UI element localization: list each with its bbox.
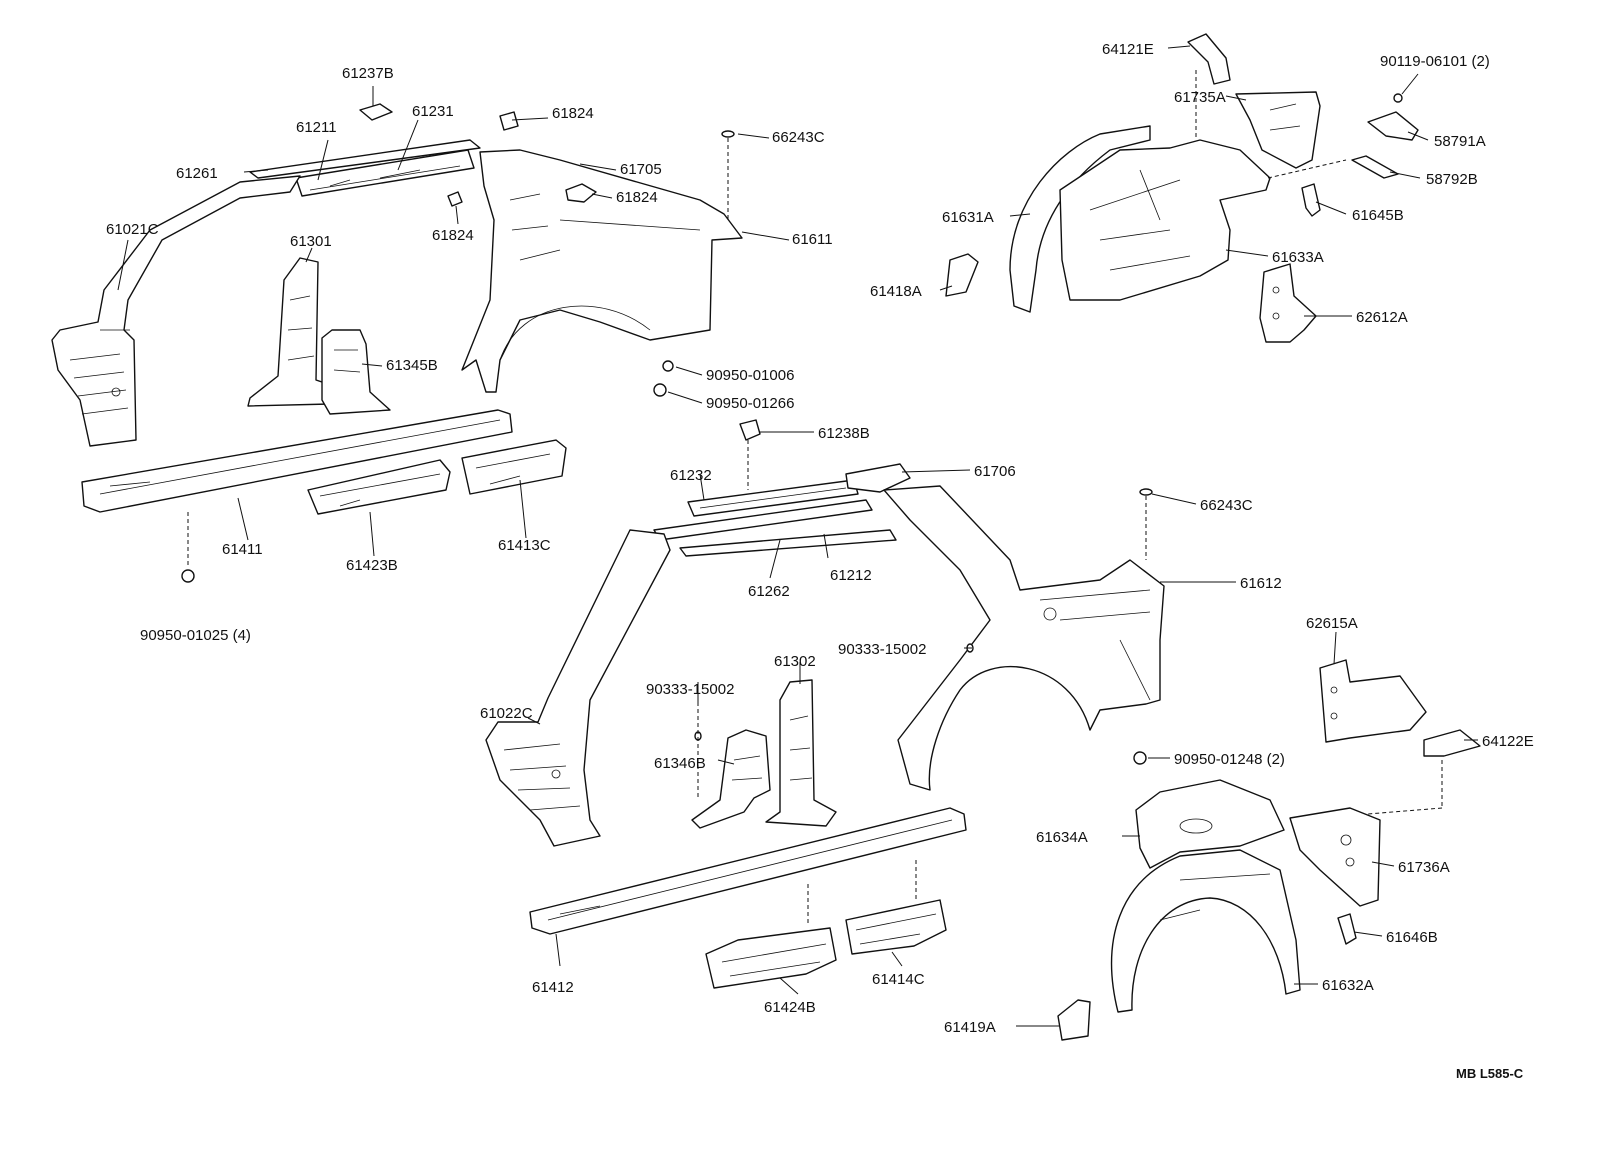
diagram-code: MB L585-C <box>1456 1066 1524 1081</box>
part-a-pillar-rh <box>485 529 671 847</box>
label-64122e: 64122E <box>1482 733 1534 750</box>
part-61232 <box>687 479 859 517</box>
label-61612: 61612 <box>1240 575 1282 592</box>
label-61237b: 61237B <box>342 65 394 82</box>
label-66243c-lh: 66243C <box>772 129 825 146</box>
part-61736a <box>1289 807 1381 907</box>
label-61824-top: 61824 <box>552 105 594 122</box>
part-61414c <box>845 899 947 955</box>
label-61238b: 61238B <box>818 425 870 442</box>
label-61824-low: 61824 <box>432 227 474 244</box>
part-b-pillar-lh <box>247 257 341 407</box>
part-61346b <box>691 729 771 829</box>
part-61824-c <box>447 191 463 207</box>
label-61414c: 61414C <box>872 971 925 988</box>
part-66243c-rh <box>1139 488 1153 560</box>
part-61345b <box>321 329 391 415</box>
label-61633a: 61633A <box>1272 249 1324 266</box>
label-61735a: 61735A <box>1174 89 1226 106</box>
part-58792b <box>1351 155 1399 179</box>
label-90950-01025: 90950-01025 (4) <box>140 627 251 644</box>
label-61411: 61411 <box>222 541 263 558</box>
label-61705: 61705 <box>620 161 662 178</box>
part-61631a <box>1009 125 1151 313</box>
label-61645b: 61645B <box>1352 207 1404 224</box>
part-61824-b <box>565 183 597 203</box>
label-61631a: 61631A <box>942 209 994 226</box>
label-90333-15002-b: 90333-15002 <box>646 681 734 698</box>
label-62615a: 62615A <box>1306 615 1358 632</box>
part-61418a <box>945 253 979 297</box>
label-90119-06101: 90119-06101 (2) <box>1380 53 1490 70</box>
part-61424b <box>705 927 837 989</box>
part-61824-a <box>499 111 519 131</box>
label-58791a: 58791A <box>1434 133 1486 150</box>
label-61632a: 61632A <box>1322 977 1374 994</box>
part-61634a <box>1135 779 1285 869</box>
part-62612a <box>1259 263 1317 343</box>
label-90950-01248: 90950-01248 (2) <box>1174 751 1285 768</box>
label-61302: 61302 <box>774 653 816 670</box>
label-61646b: 61646B <box>1386 929 1438 946</box>
label-61824-mid: 61824 <box>616 189 658 206</box>
leader-lines <box>117 45 1478 1027</box>
part-61646b <box>1337 913 1357 945</box>
part-quarter-panel-lh <box>461 149 743 393</box>
label-61301: 61301 <box>290 233 332 250</box>
part-61735a <box>1235 91 1321 169</box>
label-90950-01266: 90950-01266 <box>706 395 794 412</box>
part-61706 <box>845 463 911 493</box>
label-61412: 61412 <box>532 979 574 996</box>
label-61021c: 61021C <box>106 221 159 238</box>
part-61633a <box>1059 139 1347 301</box>
label-90333-15002-a: 90333-15002 <box>838 641 926 658</box>
label-61423b: 61423B <box>346 557 398 574</box>
part-rocker-lh <box>81 409 513 568</box>
label-61346b: 61346B <box>654 755 706 772</box>
label-61419a: 61419A <box>944 1019 996 1036</box>
part-61645b <box>1301 183 1321 217</box>
label-62612a: 62612A <box>1356 309 1408 326</box>
label-61418a: 61418A <box>870 283 922 300</box>
part-clips-lh <box>181 360 674 583</box>
part-a-pillar-lh <box>51 175 301 447</box>
part-61419a <box>1057 999 1091 1041</box>
part-66243c-lh <box>721 130 735 220</box>
label-58792b: 58792B <box>1426 171 1478 188</box>
part-64122e <box>1317 729 1481 819</box>
part-64121e <box>1187 33 1231 140</box>
callout-labels: 61237B 61211 61231 61824 61261 61705 662… <box>106 41 1534 1081</box>
label-61634a: 61634A <box>1036 829 1088 846</box>
label-66243c-rh: 66243C <box>1200 497 1253 514</box>
label-90950-01006: 90950-01006 <box>706 367 794 384</box>
label-61261: 61261 <box>176 165 218 182</box>
part-61632a <box>1111 849 1301 1013</box>
part-61237b <box>359 103 393 121</box>
part-61423b <box>307 459 451 515</box>
part-roof-rail-lh <box>249 139 481 197</box>
part-61238b <box>739 419 761 490</box>
label-61211: 61211 <box>296 119 337 136</box>
part-62615a <box>1319 659 1427 743</box>
label-61232: 61232 <box>670 467 712 484</box>
label-61611: 61611 <box>792 231 833 248</box>
part-b-pillar-rh <box>765 679 837 827</box>
label-61231: 61231 <box>412 103 454 120</box>
label-61706: 61706 <box>974 463 1016 480</box>
label-61262: 61262 <box>748 583 790 600</box>
part-quarter-panel-rh <box>883 485 1165 791</box>
label-61345b: 61345B <box>386 357 438 374</box>
label-61022c: 61022C <box>480 705 533 722</box>
label-64121e: 64121E <box>1102 41 1154 58</box>
label-61424b: 61424B <box>764 999 816 1016</box>
part-rocker-rh <box>529 807 967 935</box>
part-61413c <box>461 439 567 495</box>
label-61212: 61212 <box>830 567 872 584</box>
part-roof-rail-rh <box>653 499 897 557</box>
label-61736a: 61736A <box>1398 859 1450 876</box>
label-61413c: 61413C <box>498 537 551 554</box>
